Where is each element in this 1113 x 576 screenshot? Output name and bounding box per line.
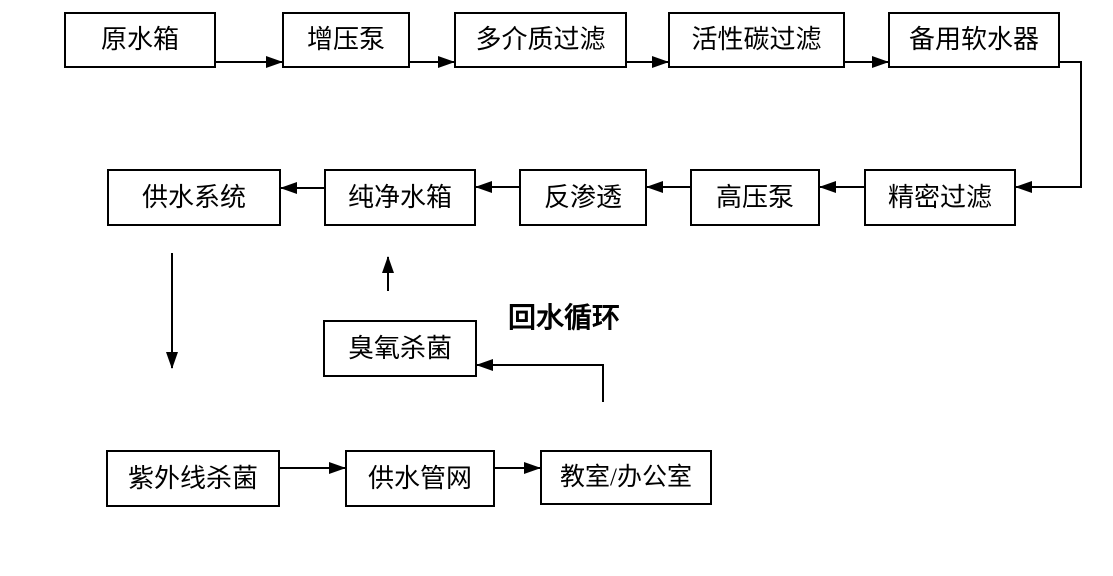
connector-return-water-loop-to-ozone [476, 359, 604, 402]
node-multi-media-filter-label: 多介质过滤 [475, 25, 606, 54]
node-reverse-osmosis: 反渗透 [519, 169, 647, 226]
node-activated-carbon-filter-label: 活性碳过滤 [691, 25, 822, 54]
node-classroom-office: 教室/办公室 [540, 450, 712, 505]
node-booster-pump-label: 增压泵 [306, 25, 385, 54]
node-water-supply-network: 供水管网 [345, 450, 495, 507]
node-water-supply-network-label: 供水管网 [367, 463, 472, 493]
node-pure-water-tank-label: 纯净水箱 [347, 182, 452, 212]
node-multi-media-filter: 多介质过滤 [454, 12, 627, 68]
node-pure-water-tank: 纯净水箱 [324, 169, 476, 226]
node-classroom-office-label: 教室/办公室 [560, 464, 692, 491]
node-uv-sterilization: 紫外线杀菌 [106, 450, 280, 507]
node-precision-filter-label: 精密过滤 [887, 182, 992, 212]
return-water-loop-annotation: 回水循环 [508, 302, 621, 333]
node-high-pressure-pump-label: 高压泵 [715, 182, 794, 212]
node-backup-water-softener-label: 备用软水器 [908, 25, 1039, 54]
node-activated-carbon-filter: 活性碳过滤 [668, 12, 845, 68]
node-booster-pump: 增压泵 [282, 12, 410, 68]
node-uv-sterilization-label: 紫外线杀菌 [127, 463, 258, 493]
node-ozone-sterilization: 臭氧杀菌 [323, 320, 477, 377]
node-ozone-sterilization-label: 臭氧杀菌 [347, 333, 452, 363]
node-precision-filter: 精密过滤 [864, 169, 1016, 226]
node-raw-water-tank: 原水箱 [64, 12, 216, 68]
node-water-supply-system: 供水系统 [107, 169, 281, 226]
node-reverse-osmosis-label: 反渗透 [543, 182, 622, 212]
node-backup-water-softener: 备用软水器 [888, 12, 1060, 68]
connector-backup-water-softener-to-precision-filter [1015, 61, 1082, 193]
node-water-supply-system-label: 供水系统 [141, 182, 246, 212]
node-high-pressure-pump: 高压泵 [690, 169, 820, 226]
node-raw-water-tank-label: 原水箱 [100, 25, 179, 54]
